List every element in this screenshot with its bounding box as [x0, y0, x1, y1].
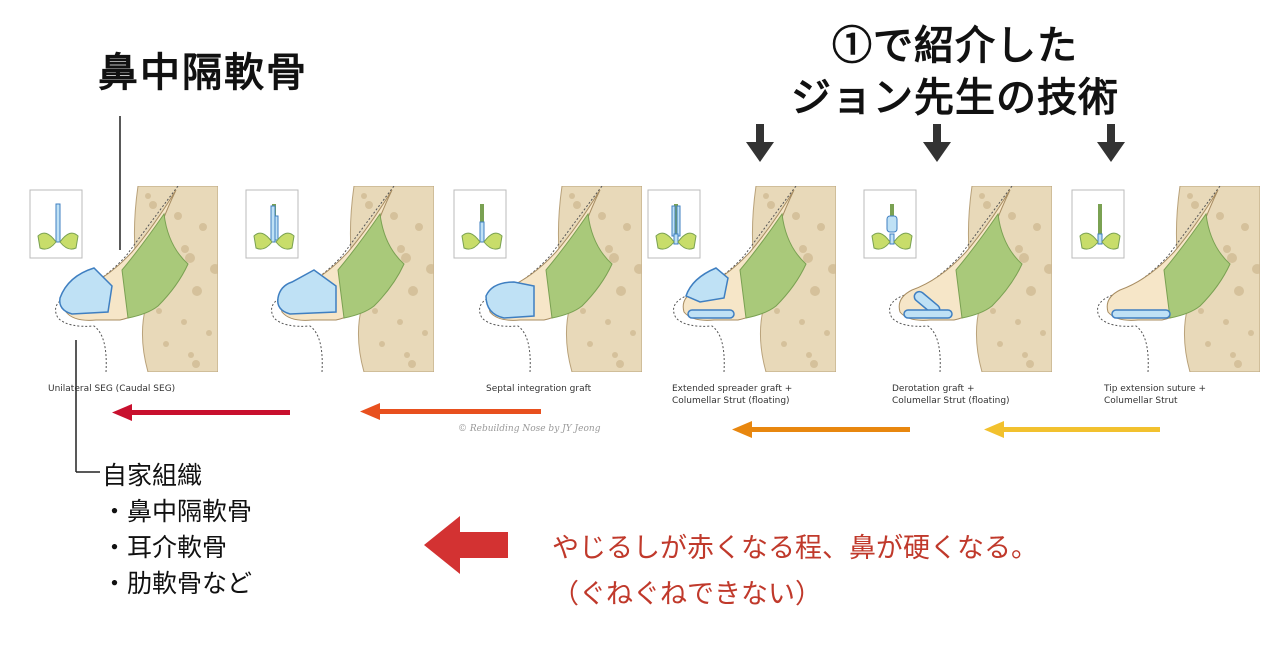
legend-title: 自家組織 — [102, 461, 203, 490]
stiffness-arrows — [112, 403, 1160, 438]
copyright-text: © Rebuilding Nose by JY Jeong — [458, 424, 601, 434]
down-arrows — [746, 124, 1125, 162]
down-arrow-icon — [746, 124, 774, 162]
nose-diagram-5 — [862, 186, 1052, 372]
left-arrow-orange — [732, 421, 910, 438]
title-line1: ①で紹介した — [832, 22, 1078, 69]
legend-item: ・肋軟骨など — [102, 569, 253, 598]
note-line1: やじるしが赤くなる程、鼻が硬くなる。 — [552, 533, 1038, 564]
nose-diagram-3 — [452, 186, 642, 372]
nose-diagram-4 — [646, 186, 836, 372]
caption-3: Septal integration graft — [486, 384, 592, 394]
legend-item: ・鼻中隔軟骨 — [102, 497, 253, 526]
legend-item: ・耳介軟骨 — [102, 533, 228, 562]
left-arrow-red — [112, 404, 290, 421]
left-arrow-yellow — [984, 421, 1160, 438]
autologous-tissue-legend: 自家組織 ・鼻中隔軟骨 ・耳介軟骨 ・肋軟骨など — [102, 458, 252, 602]
down-arrow-icon — [1097, 124, 1125, 162]
caption-4: Extended spreader graft +Columellar Stru… — [672, 384, 793, 406]
heading-septal-cartilage: 鼻中隔軟骨 — [98, 49, 308, 96]
nose-diagram-2 — [244, 186, 434, 372]
nose-diagram-6 — [1070, 186, 1260, 372]
left-arrow-orange-red — [360, 403, 541, 420]
title-line2: ジョン先生の技術 — [791, 74, 1119, 121]
caption-1: Unilateral SEG (Caudal SEG) — [48, 384, 176, 394]
stiffness-note: やじるしが赤くなる程、鼻が硬くなる。 （ぐねぐねできない） — [552, 526, 1038, 618]
title-jeong-techniques: ①で紹介した ジョン先生の技術 — [700, 20, 1210, 124]
caption-5: Derotation graft +Columellar Strut (floa… — [892, 384, 1010, 406]
caption-6: Tip extension suture +Columellar Strut — [1104, 384, 1207, 406]
leader-lines — [75, 116, 121, 473]
down-arrow-icon — [923, 124, 951, 162]
big-left-arrow-icon — [424, 516, 508, 574]
nose-diagram-1 — [28, 186, 218, 372]
note-line2: （ぐねぐねできない） — [552, 579, 822, 610]
